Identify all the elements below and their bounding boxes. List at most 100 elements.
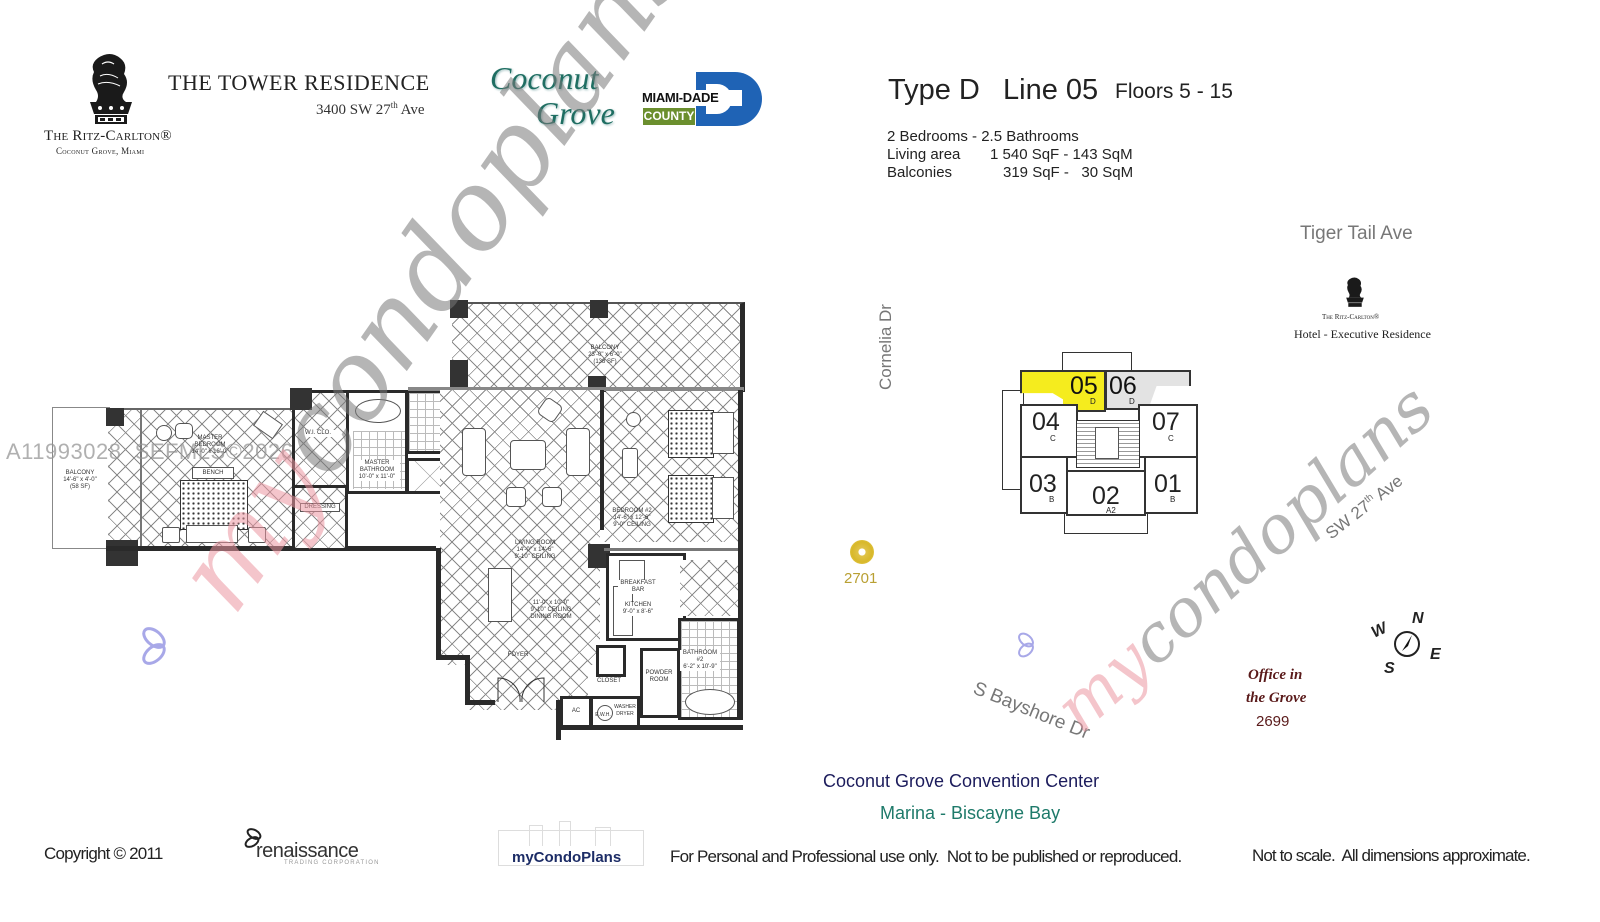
unit-05-num: 05 [1070,372,1098,400]
unit-04[interactable] [1020,404,1078,458]
building-2701-icon [850,540,874,564]
sofa-right [566,428,590,476]
chair [626,412,641,427]
powder-room-label: POWDER ROOM [645,670,673,683]
ritz-carlton-lion-icon [90,54,132,124]
unit-02[interactable] [1066,470,1146,516]
street-bayshore: S Bayshore Dr [970,678,1093,744]
coffee-table [510,440,546,470]
usage-notice: For Personal and Professional use only. … [670,847,1182,866]
compass-w: W [1368,619,1390,642]
room-dressing [292,486,348,548]
unit-06-type: D [1129,397,1135,406]
building-title: THE TOWER RESIDENCE [168,70,430,95]
office-line2: the Grove [1246,690,1307,706]
unit-02-type: A2 [1106,506,1116,515]
miami-dade-text: MIAMI-DADE [642,90,742,106]
unit-07-type: C [1168,434,1174,443]
stove [619,560,645,582]
street-sw27: SW 27th Ave [1322,471,1407,543]
renaissance-sub: TRADING CORPORATION [284,860,380,866]
washer-dryer-label: WASHER DRYER [614,704,636,717]
tower-core [1076,420,1140,468]
unit-01-type: B [1170,495,1176,504]
room-powder [640,648,680,718]
ritz-carlton-name: The Ritz-Carlton® [44,128,172,144]
copyright: Copyright © 2011 [44,844,163,863]
ritz-carlton-location: Coconut Grove, Miami [56,146,145,156]
chair [175,423,193,439]
closet-label: CLOSET [596,678,621,684]
headboard [712,412,734,454]
hotel-label: Hotel - Executive Residence [1294,327,1431,341]
unit-03-type: B [1049,495,1055,504]
wh-label: E.W.H. [595,712,611,718]
breakfast-bar-label: BREAKFAST BAR [618,580,658,594]
office-number: 2699 [1256,713,1290,730]
bench: BENCH [192,467,234,479]
renaissance-logo-icon [244,828,262,848]
entry-door-icon [497,677,545,703]
renaissance-name: renaissance [256,840,359,862]
mycondoplans-logo [498,821,644,866]
room-closet [596,645,626,677]
master-bed [180,480,248,530]
compass-needle-icon [1402,635,1412,651]
dining-table [488,568,512,622]
armchair [506,487,526,507]
room-balcony-west [52,407,110,549]
balconies-label: Balconies [887,164,953,181]
trefoil-logo-icon [142,627,166,665]
chair [156,425,172,441]
hotel-lion-icon [1346,277,1364,307]
building-address: 3400 SW 27th Ave [316,100,425,119]
room-hall [680,560,738,616]
unit-01[interactable] [1144,456,1198,514]
compass-e: E [1430,646,1441,663]
bathtub [355,399,401,423]
bathtub-2 [685,689,735,715]
convention-center: Coconut Grove Convention Center [823,771,1100,791]
room-wic [292,390,348,488]
unit-line: Line 05 [1003,74,1099,106]
foyer-label: FOYER [507,652,529,658]
desk [622,448,638,478]
dressing-label: DRESSING [300,503,340,512]
marina-label: Marina - Biscayne Bay [880,803,1061,823]
address-number: 3400 SW 27 [316,102,391,118]
tower-footprint: 05 D 06 D 04 C 07 C 03 B 02 A2 01 B [1002,352,1202,534]
nightstand-right [248,527,266,543]
coconut-grove-logo-line2: Grove [536,95,615,131]
elevator-shaft [1095,427,1119,459]
compass: N W E S [1369,610,1466,688]
unit-type: Type D [888,74,980,106]
headboard [712,477,734,519]
unit-rooms: 2 Bedrooms - 2.5 Bathrooms [887,128,1079,145]
room-kitchen [606,553,686,641]
balconies-value: 319 SqF - 30 SqM [1003,164,1134,181]
mycondoplans-text: myCondoPlans [512,849,622,866]
armchair [542,487,562,507]
sofa-left [462,428,486,476]
address-suffix: Ave [397,102,425,118]
room-balcony-north [452,302,745,392]
unit-04-num: 04 [1032,408,1060,436]
twin-bed [668,475,714,523]
unit-01-num: 01 [1154,470,1182,498]
street-cornelia: Cornelia Dr [876,304,895,390]
address-sup: th [390,100,398,110]
unit-floors: Floors 5 - 15 [1115,80,1233,103]
unit-03-num: 03 [1029,470,1057,498]
living-area-value: 1 540 SqF - 143 SqM [990,146,1133,163]
twin-bed [668,410,714,458]
mls-watermark: A11993028 SEFMLS©2026 [6,439,294,464]
nightstand-left [162,527,180,543]
compass-s: S [1384,660,1395,677]
